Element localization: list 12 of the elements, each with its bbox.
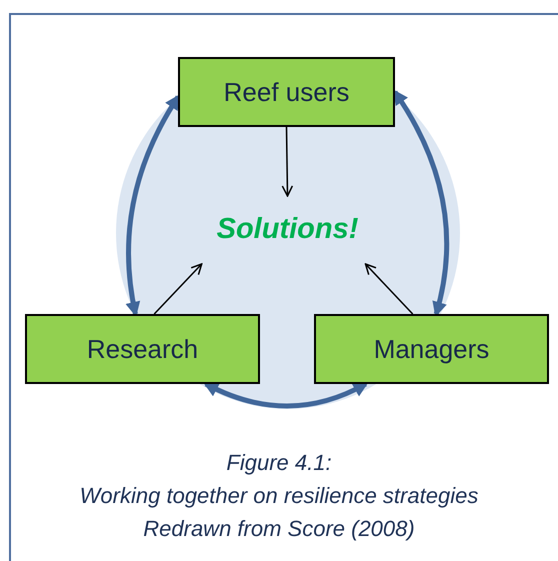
arrow xyxy=(364,263,414,315)
process-box: Managers xyxy=(314,314,549,384)
arrow xyxy=(203,382,368,408)
caption-text: Figure 4.1: xyxy=(226,449,332,477)
arrow xyxy=(154,263,202,315)
caption-text: Redrawn from Score (2008) xyxy=(143,515,415,543)
process-box: Reef users xyxy=(178,57,395,127)
process-box: Research xyxy=(25,314,260,384)
caption-text: Working together on resilience strategies xyxy=(80,482,478,510)
arrow xyxy=(126,94,180,317)
center-text: Solutions! xyxy=(190,196,385,264)
arrow xyxy=(282,126,294,197)
